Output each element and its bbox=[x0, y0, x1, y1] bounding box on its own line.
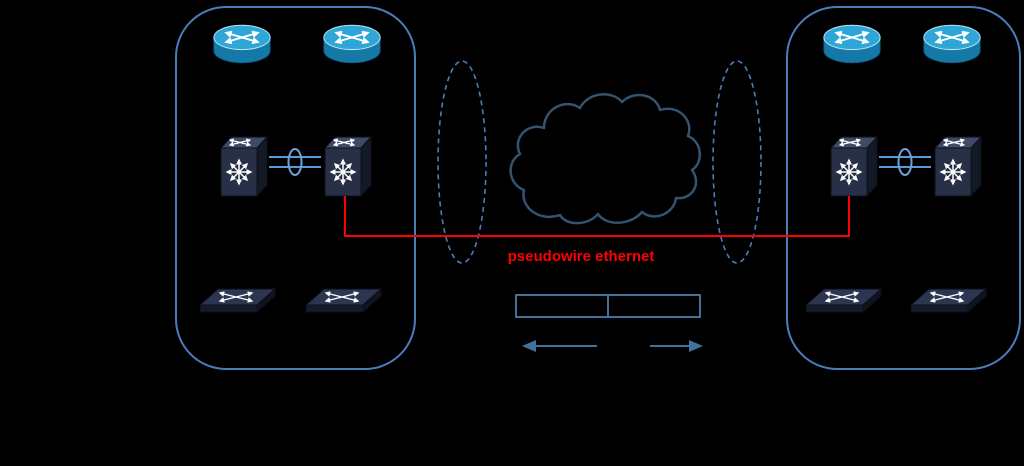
left-boundary-dashed-ellipse bbox=[437, 60, 487, 264]
router-icon bbox=[324, 25, 380, 63]
router-icon bbox=[924, 25, 980, 63]
nexus-switch-icon bbox=[221, 137, 267, 196]
l2-switch-icon bbox=[806, 289, 881, 312]
router-icon bbox=[214, 25, 270, 63]
l2-switch-icon bbox=[911, 289, 986, 312]
vpc-peer-link bbox=[879, 148, 931, 176]
left-site bbox=[175, 6, 416, 370]
pseudowire-label: pseudowire ethernet bbox=[508, 248, 655, 265]
l2-switch-icon bbox=[200, 289, 275, 312]
frame-bar bbox=[515, 294, 701, 318]
l2-switch-icon bbox=[306, 289, 381, 312]
pseudowire-line bbox=[344, 196, 850, 237]
right-site-border bbox=[786, 6, 1021, 370]
port-channel-ellipse bbox=[897, 148, 913, 176]
nexus-switch-icon bbox=[935, 137, 981, 196]
vpc-peer-link bbox=[269, 148, 321, 176]
left-site-border bbox=[175, 6, 416, 370]
nexus-switch-icon bbox=[831, 137, 877, 196]
nexus-switch-icon bbox=[325, 137, 371, 196]
right-site bbox=[786, 6, 1021, 370]
port-channel-ellipse bbox=[287, 148, 303, 176]
router-icon bbox=[824, 25, 880, 63]
right-boundary-dashed-ellipse bbox=[712, 60, 762, 264]
wan-cloud bbox=[509, 93, 701, 225]
